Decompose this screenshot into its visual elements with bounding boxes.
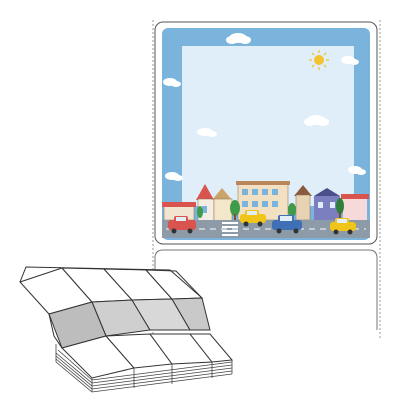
fanfold-label-stack	[19, 266, 233, 393]
crosswalk	[222, 222, 238, 236]
house-icon	[212, 188, 233, 222]
cloud-icon	[226, 33, 251, 44]
label-print-area	[182, 46, 354, 206]
car-icon	[272, 215, 302, 234]
fold-panel	[171, 297, 211, 331]
cloud-icon	[304, 115, 329, 126]
town-scene	[162, 181, 370, 238]
car-icon	[330, 218, 356, 235]
house-icon	[341, 194, 369, 220]
cloud-icon	[348, 166, 366, 175]
tree-icon	[336, 198, 344, 220]
house-icon	[294, 185, 312, 221]
tree-icon	[230, 200, 240, 221]
label-liner	[152, 20, 381, 340]
sun-icon	[309, 50, 329, 70]
top-label	[154, 21, 378, 245]
tree-icon	[197, 206, 203, 218]
cloud-icon	[165, 172, 183, 181]
car-icon	[168, 216, 196, 234]
house-icon	[314, 188, 340, 220]
cloud-icon	[163, 78, 181, 87]
stack-layers	[55, 344, 233, 393]
cloud-icon	[341, 56, 359, 65]
cloud-icon	[197, 128, 217, 137]
car-icon	[240, 210, 266, 227]
